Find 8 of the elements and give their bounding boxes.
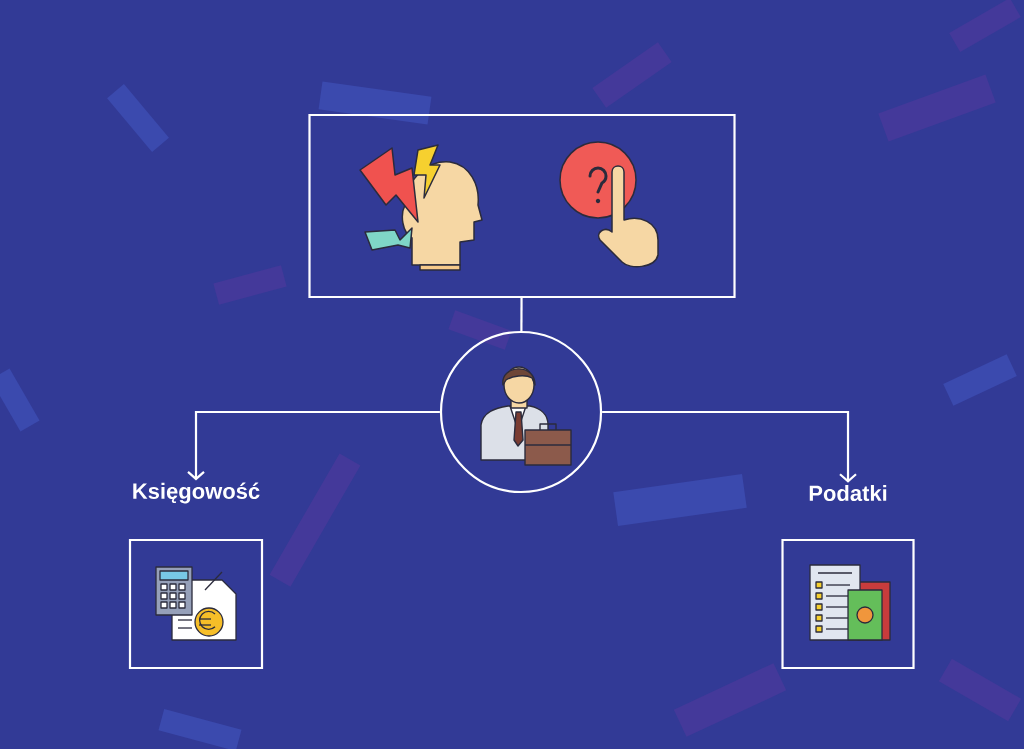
circle-frame xyxy=(439,330,603,494)
icon-box: Księgowość xyxy=(128,482,264,670)
node-label: Podatki xyxy=(809,484,887,502)
connector-arrow xyxy=(602,410,857,483)
icon-box: Podatki xyxy=(781,484,915,670)
node-label: Księgowość xyxy=(133,482,260,504)
frame-box xyxy=(308,113,736,299)
connector-arrow xyxy=(187,410,440,481)
